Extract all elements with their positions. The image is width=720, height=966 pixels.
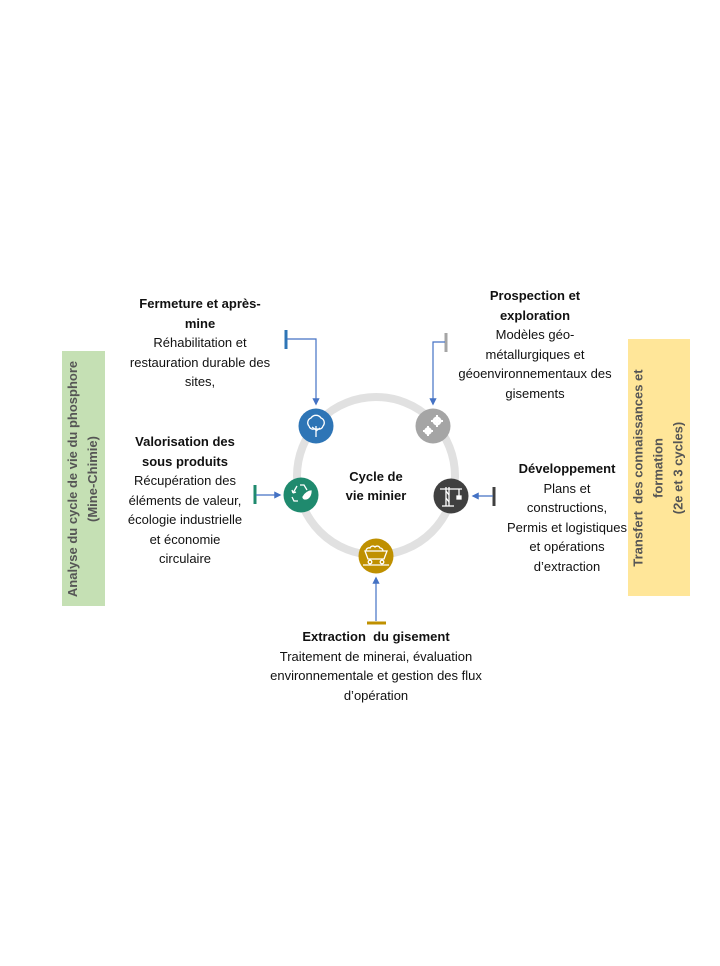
stage-desc: Traitement de minerai, évaluation (279, 648, 473, 664)
stage-title: mine (184, 315, 216, 331)
stage-desc: Modèles géo- (495, 327, 575, 342)
stage-desc: éléments de valeur, (128, 492, 242, 508)
stage-desc: d’extraction (533, 558, 601, 574)
stage-desc: et économie (149, 531, 221, 547)
stage-desc: restauration durable des (129, 354, 271, 370)
stage-desc: Récupération des (134, 473, 236, 488)
node-fermeture (298, 408, 334, 444)
stage-desc: d’opération (343, 687, 409, 703)
left-panel-lca: Analyse du cycle de vie du phosphore (Mi… (62, 351, 105, 606)
stage-extraction: Extraction du gisement Traitement de min… (250, 627, 502, 705)
node-extraction (358, 538, 394, 574)
stage-title: Développement (518, 461, 616, 476)
stage-developpement: Développement Plans et constructions, Pe… (494, 459, 640, 576)
gears-icon (423, 415, 443, 436)
stage-valorisation: Valorisation des sous produits Récupérat… (110, 432, 260, 569)
tree-icon (307, 414, 325, 437)
stage-desc: sites, (184, 374, 216, 389)
stage-desc: gisements (505, 385, 565, 401)
right-panel-transfer: Transfert des connaissances et formation… (628, 339, 690, 596)
crane-icon (440, 487, 462, 507)
stage-desc: constructions, (526, 500, 608, 515)
node-prospection (415, 408, 451, 444)
stage-title: Fermeture et après- (139, 296, 261, 311)
stage-desc: et opérations (529, 539, 605, 554)
stage-title: Extraction du gisement (302, 629, 450, 644)
stage-title: Prospection et (489, 288, 581, 303)
node-developpement (433, 478, 469, 514)
cycle-center-label: Cycle de vie minier (337, 467, 415, 505)
stage-title: Valorisation des (135, 434, 235, 449)
stage-fermeture: Fermeture et après- mine Réhabilitation … (115, 294, 285, 392)
stage-desc: géoenvironnementaux des (458, 366, 612, 381)
stage-title: exploration (499, 307, 571, 323)
right-panel-line-2: formation (651, 437, 667, 498)
connector-valorisation (253, 485, 282, 504)
center-line-2: vie minier (345, 488, 407, 503)
connector-fermeture (284, 330, 320, 406)
node-valorisation (283, 477, 319, 513)
right-panel-line-1: Transfert des connaissances et (631, 368, 647, 567)
left-panel-line-1: Analyse du cycle de vie du phosphore (65, 360, 81, 597)
center-line-1: Cycle de (349, 469, 403, 484)
left-panel-line-2: (Mine-Chimie) (85, 435, 101, 522)
stage-desc: circulaire (158, 551, 211, 566)
stage-prospection: Prospection et exploration Modèles géo- … (430, 286, 640, 403)
stage-desc: métallurgiques et (485, 346, 585, 362)
connector-developpement (471, 487, 496, 506)
stage-desc: environnementale et gestion des flux (270, 668, 482, 683)
stage-desc: Réhabilitation et (153, 335, 247, 350)
connector-prospection (429, 333, 448, 406)
stage-desc: Permis et logistiques (507, 519, 627, 535)
recycle-icon (291, 484, 312, 502)
connector-extraction (367, 576, 386, 625)
mine-cart-icon (363, 545, 389, 566)
stage-desc: écologie industrielle (127, 512, 243, 527)
stage-title: sous produits (142, 453, 228, 469)
stage-desc: Plans et (543, 480, 591, 496)
right-panel-line-3: (2e et 3 cycles) (671, 421, 687, 514)
